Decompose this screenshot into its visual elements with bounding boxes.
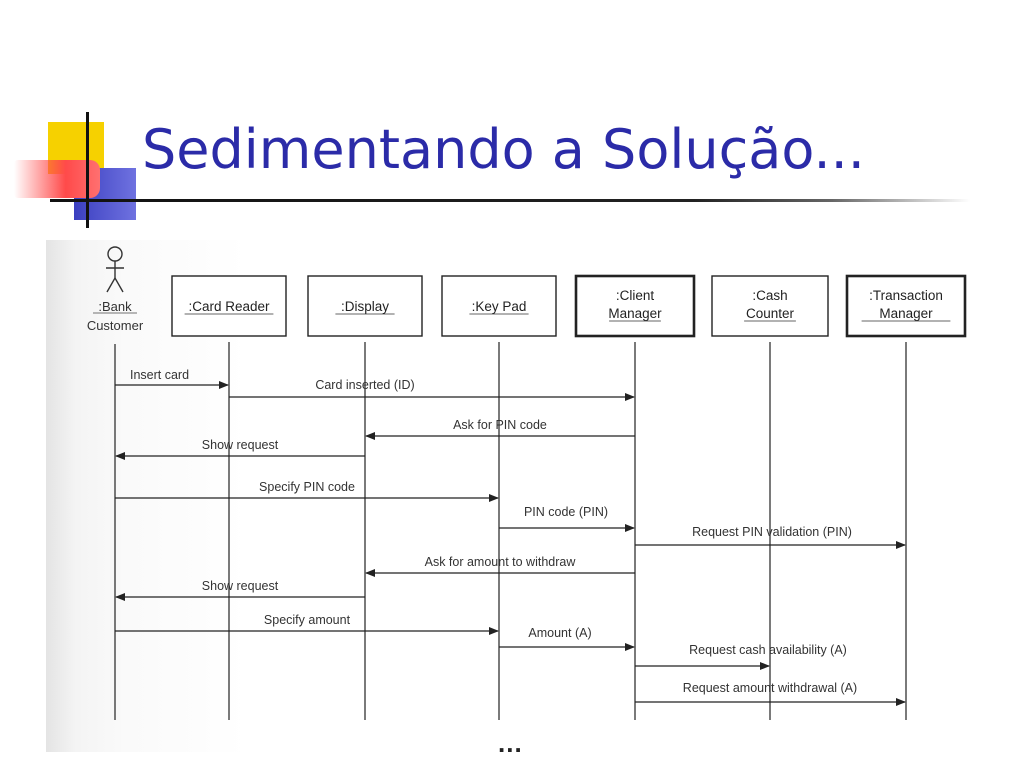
message-label: Show request xyxy=(202,438,279,452)
message-label: Ask for PIN code xyxy=(453,418,547,432)
message-12: Request cash availability (A) xyxy=(635,643,847,670)
title-underline xyxy=(50,199,970,202)
message-5: Specify PIN code xyxy=(115,480,499,502)
actor-label-line2: Customer xyxy=(87,318,144,333)
object-box-frame xyxy=(441,275,557,337)
message-label: Specify amount xyxy=(264,613,351,627)
message-label: Ask for amount to withdraw xyxy=(425,555,577,569)
object-label: Counter xyxy=(746,306,795,321)
actor-legs xyxy=(106,276,124,293)
object-label: Manager xyxy=(608,306,662,321)
object-label: :Key Pad xyxy=(472,299,527,314)
message-label: Request PIN validation (PIN) xyxy=(692,525,852,539)
object-box-frame xyxy=(171,275,287,337)
decor-red-bar xyxy=(14,160,100,198)
message-13: Request amount withdrawal (A) xyxy=(635,681,906,706)
message-3: Ask for PIN code xyxy=(365,418,635,440)
message-label: Specify PIN code xyxy=(259,480,355,494)
message-4: Show request xyxy=(115,438,365,460)
object-label: :Transaction xyxy=(869,288,943,303)
actor-label-line1: :Bank xyxy=(98,299,132,314)
object-label: :Client xyxy=(616,288,655,303)
decor-vertical-line xyxy=(86,112,89,228)
message-label: Request amount withdrawal (A) xyxy=(683,681,857,695)
slide-title: Sedimentando a Solução... xyxy=(142,118,865,181)
object-label: :Display xyxy=(341,299,389,314)
message-label: Request cash availability (A) xyxy=(689,643,847,657)
message-label: Show request xyxy=(202,579,279,593)
actor-head xyxy=(107,246,123,262)
object-box-card-reader: :Card Reader xyxy=(171,275,287,337)
message-label: Amount (A) xyxy=(528,626,591,640)
object-box-key-pad: :Key Pad xyxy=(441,275,557,337)
continuation-ellipsis: ... xyxy=(498,728,523,758)
message-2: Card inserted (ID) xyxy=(229,378,635,401)
message-1: Insert card xyxy=(115,368,229,389)
message-label: Insert card xyxy=(130,368,189,382)
message-6: PIN code (PIN) xyxy=(499,505,635,532)
message-label: PIN code (PIN) xyxy=(524,505,608,519)
message-7: Request PIN validation (PIN) xyxy=(635,525,906,549)
message-10: Specify amount xyxy=(115,613,499,635)
object-box-frame xyxy=(711,275,829,337)
object-box-frame xyxy=(307,275,423,337)
message-9: Show request xyxy=(115,579,365,601)
object-label: :Card Reader xyxy=(188,299,270,314)
object-label: :Cash xyxy=(752,288,787,303)
message-label: Card inserted (ID) xyxy=(315,378,414,392)
object-box-frame xyxy=(574,274,696,338)
object-box-frame xyxy=(845,274,967,338)
message-11: Amount (A) xyxy=(499,626,635,651)
message-8: Ask for amount to withdraw xyxy=(365,555,635,577)
object-box-display: :Display xyxy=(307,275,423,337)
object-label: Manager xyxy=(879,306,933,321)
